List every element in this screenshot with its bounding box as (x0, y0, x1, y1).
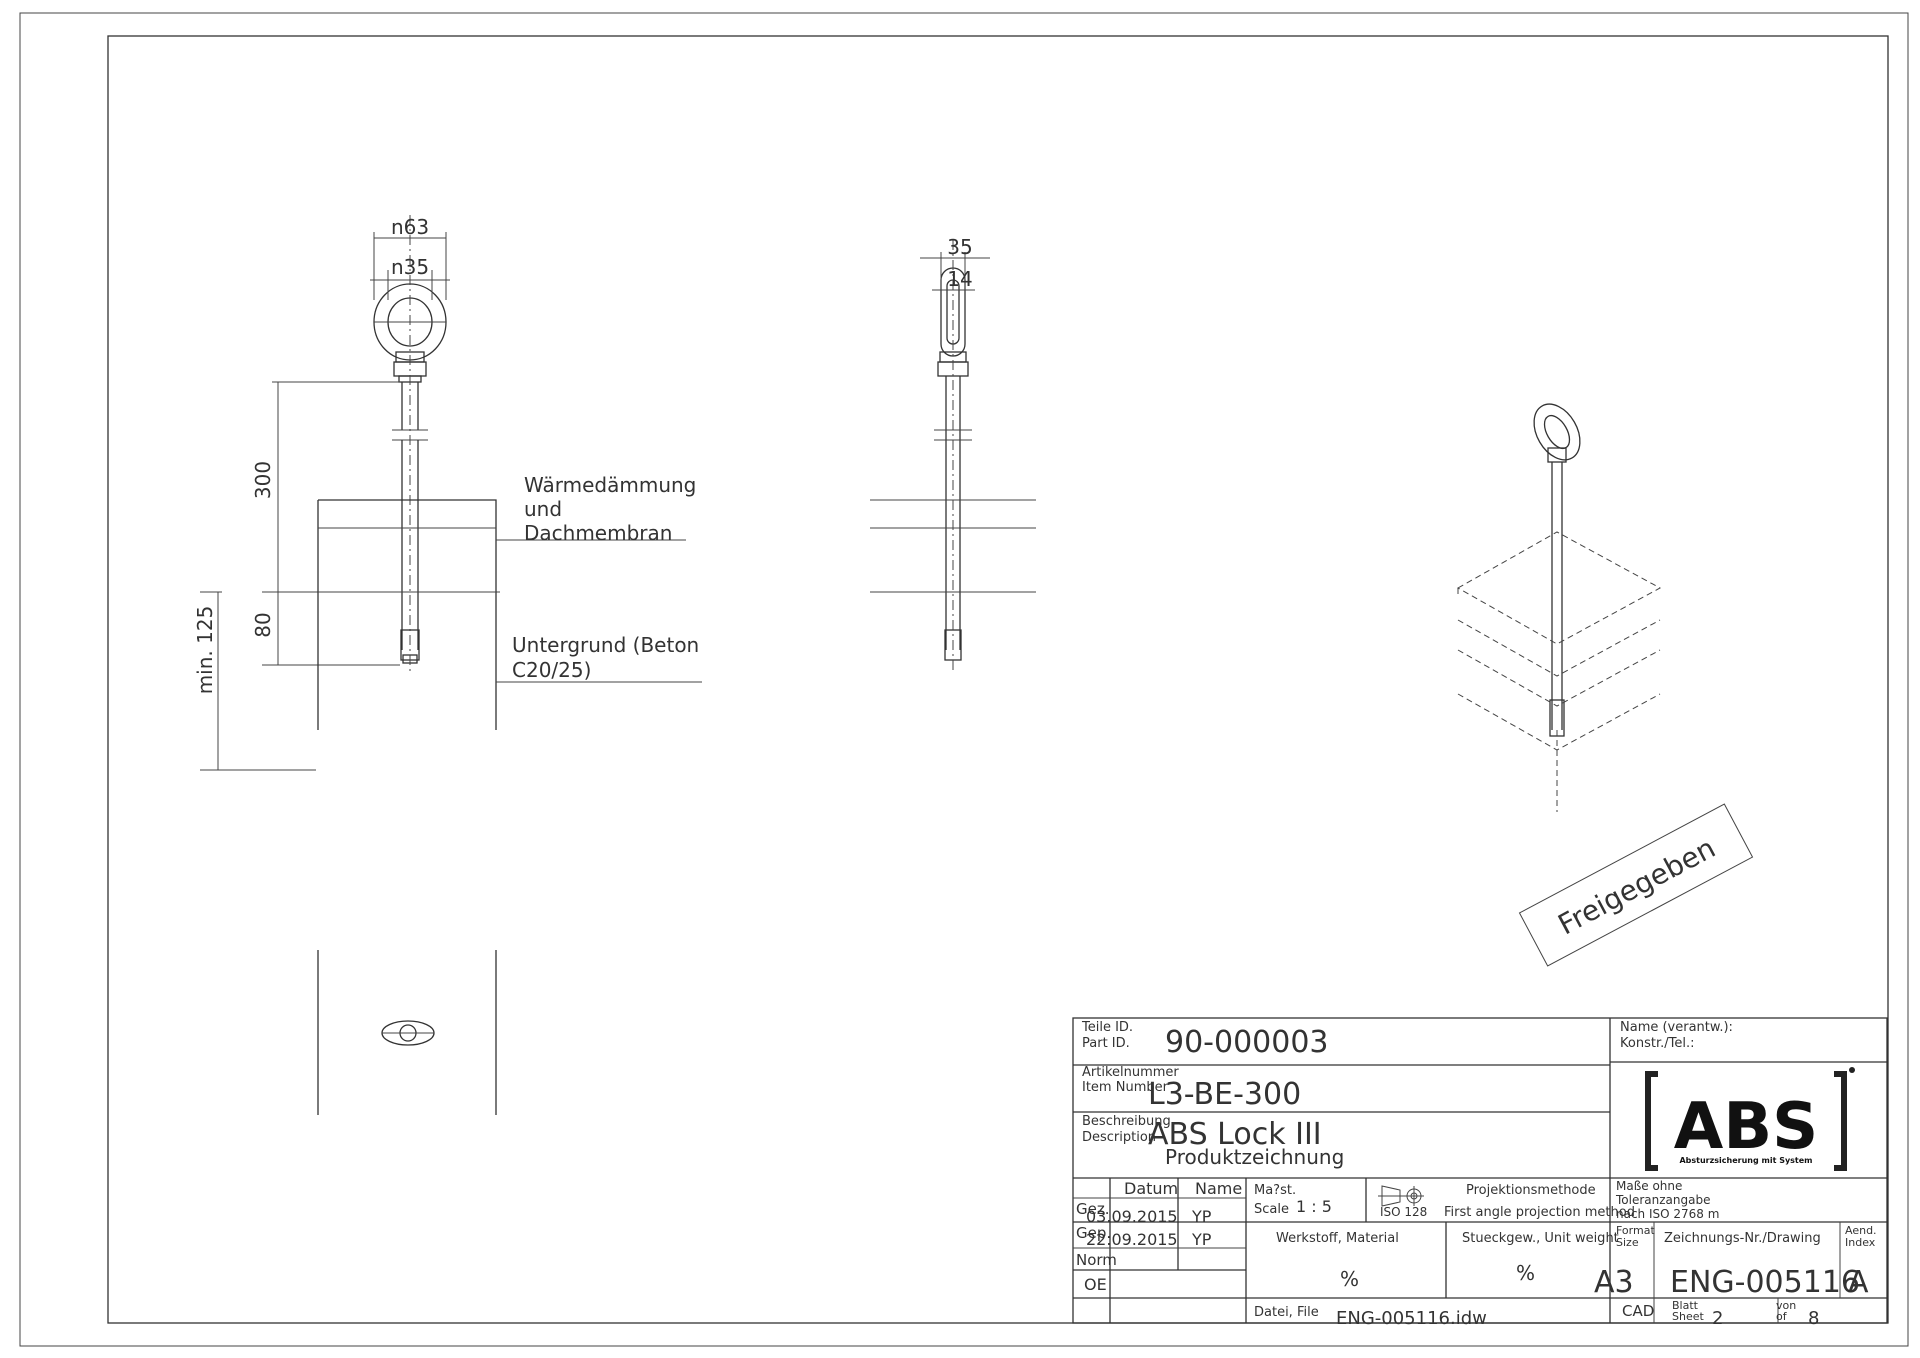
description-1: ABS Lock III (1148, 1117, 1322, 1152)
name-label-1: Name (verantw.): (1620, 1020, 1733, 1035)
title-block: Teile ID. Part ID. 90-000003 Artikelnumm… (1072, 1017, 1888, 1329)
label-substrate-1: Untergrund (Beton (512, 633, 699, 657)
part-id-label-en: Part ID. (1082, 1036, 1130, 1051)
col-date: Datum (1124, 1179, 1178, 1198)
row-gez: Gez. (1076, 1200, 1110, 1218)
projection-iso: ISO 128 (1380, 1205, 1427, 1219)
tolerance-3: nach ISO 2768 m (1616, 1207, 1719, 1221)
label-substrate-2: C20/25) (512, 658, 591, 682)
drawing-no: ENG-005116 (1670, 1265, 1860, 1300)
row-norm: Norm (1076, 1251, 1117, 1269)
logo-text: ABS (1674, 1090, 1818, 1164)
projection-label: Projektionsmethode (1466, 1183, 1596, 1198)
item-number: L3-BE-300 (1148, 1077, 1301, 1112)
description-2: Produktzeichnung (1165, 1145, 1344, 1169)
dim-outer-diameter: n63 (391, 215, 429, 239)
of-label-1: von (1776, 1299, 1796, 1312)
description-label-en: Description (1082, 1130, 1156, 1145)
dim-embed: 80 (251, 612, 275, 637)
sheet-label-1: Blatt (1672, 1299, 1699, 1312)
part-id-label-de: Teile ID. (1081, 1020, 1133, 1035)
abs-logo: ABS Absturzsicherung mit System (1645, 1067, 1855, 1171)
row-gep: Gep. (1076, 1224, 1111, 1242)
dim-length: 300 (251, 461, 275, 499)
file-value: ENG-005116.idw (1336, 1308, 1487, 1329)
index-label-1: Aend. (1845, 1224, 1877, 1237)
outer-border (19, 12, 1909, 1347)
index-label-2: Index (1845, 1236, 1876, 1249)
drawing-no-label: Zeichnungs-Nr./Drawing (1664, 1231, 1821, 1246)
part-id: 90-000003 (1165, 1025, 1329, 1060)
format-value: A3 (1594, 1265, 1634, 1300)
format-label-2: Size (1616, 1236, 1639, 1249)
stamp-text: Freigegeben (1553, 831, 1721, 941)
material-value: % (1340, 1267, 1359, 1291)
weight-label: Stueckgew., Unit weight (1462, 1231, 1619, 1246)
item-number-label-de: Artikelnummer (1082, 1065, 1179, 1080)
side-view: 35 14 (870, 235, 1036, 670)
row-gep-name: YP (1191, 1230, 1212, 1249)
tolerance-1: Maße ohne (1616, 1179, 1682, 1193)
col-name: Name (1195, 1179, 1242, 1198)
format-label-1: Format (1616, 1224, 1655, 1237)
file-label: Datei, File (1254, 1305, 1319, 1320)
label-insulation-3: Dachmembran (524, 521, 672, 545)
of-value: 8 (1808, 1308, 1819, 1329)
projection-value: First angle projection method (1444, 1205, 1635, 1220)
approval-stamp: Freigegeben (1518, 803, 1754, 967)
scale-label-2: Scale (1254, 1202, 1289, 1217)
sheet-value: 2 (1712, 1308, 1723, 1329)
description-label-de: Beschreibung (1082, 1114, 1171, 1129)
drawing-frame (107, 35, 1889, 1324)
label-insulation-1: Wärmedämmung (524, 473, 696, 497)
item-number-label-en: Item Number (1082, 1080, 1169, 1095)
front-view: n63 n35 300 80 min. 125 Wärmedämmung und… (193, 215, 702, 1115)
cad-label: CAD (1622, 1302, 1654, 1320)
index-value: A (1848, 1265, 1869, 1300)
iso-view (1456, 403, 1662, 812)
of-label-2: of (1776, 1310, 1788, 1323)
name-label-2: Konstr./Tel.: (1620, 1036, 1694, 1051)
row-gez-date: 03.09.2015 (1086, 1207, 1178, 1226)
row-gez-name: YP (1191, 1207, 1212, 1226)
dim-slot: 14 (947, 267, 972, 291)
sheet-label-2: Sheet (1672, 1310, 1704, 1323)
dim-min: min. 125 (193, 606, 217, 695)
weight-value: % (1516, 1261, 1535, 1285)
row-gep-date: 22.09.2015 (1086, 1230, 1178, 1249)
label-insulation-2: und (524, 497, 562, 521)
scale-value: 1 : 5 (1296, 1197, 1332, 1216)
projection-symbol-icon (1378, 1185, 1424, 1207)
material-label: Werkstoff, Material (1276, 1231, 1399, 1246)
row-oe: OE (1084, 1275, 1107, 1294)
scale-label-1: Ma?st. (1254, 1183, 1296, 1198)
dim-width: 35 (947, 235, 972, 259)
tolerance-2: Toleranzangabe (1615, 1193, 1710, 1207)
logo-subtitle: Absturzsicherung mit System (1679, 1156, 1812, 1165)
dim-inner-diameter: n35 (391, 255, 429, 279)
